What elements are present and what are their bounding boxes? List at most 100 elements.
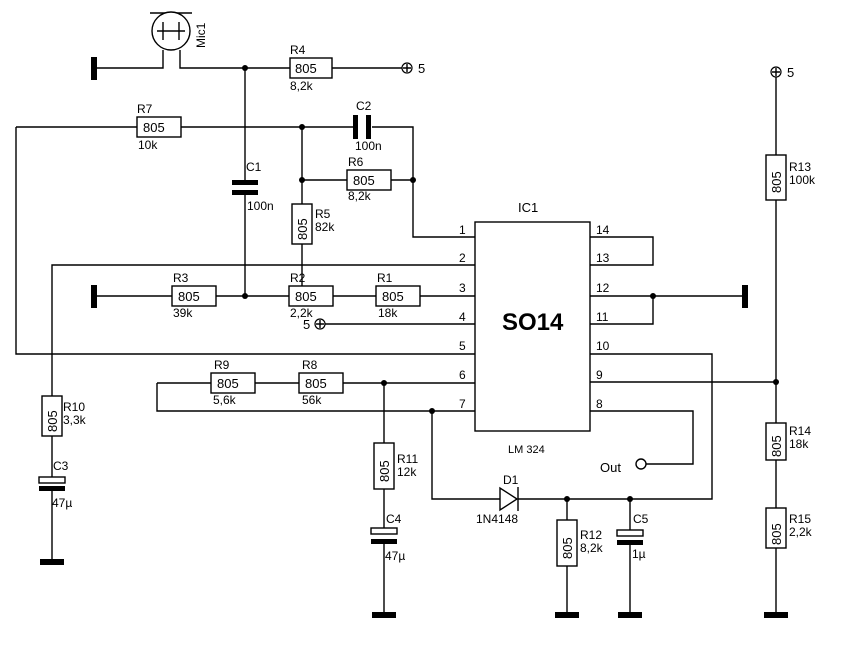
resistor-ref: R4 bbox=[290, 43, 306, 57]
resistor-body-label: 805 bbox=[769, 435, 784, 457]
resistor-value: 8,2k bbox=[348, 189, 372, 203]
resistor-body-label: 805 bbox=[295, 289, 317, 304]
pin-number: 7 bbox=[459, 397, 466, 411]
diode-ref: D1 bbox=[503, 473, 519, 487]
diode-icon bbox=[499, 486, 519, 512]
resistor-r13: 805 R13 100k bbox=[765, 154, 816, 201]
output-terminal: Out bbox=[600, 458, 647, 475]
resistor-value: 18k bbox=[378, 306, 398, 320]
resistor-body-label: 805 bbox=[769, 171, 784, 193]
pin-number: 11 bbox=[596, 310, 609, 324]
pin-number: 14 bbox=[596, 223, 610, 237]
resistor-body-label: 805 bbox=[45, 410, 60, 432]
output-label: Out bbox=[600, 460, 621, 475]
ic-package: SO14 bbox=[502, 309, 564, 336]
ground-icon bbox=[40, 559, 64, 565]
capacitor-c5: C5 1µ bbox=[616, 512, 649, 561]
resistor-r9: 805 R9 5,6k bbox=[210, 358, 256, 407]
capacitor-value: 100n bbox=[247, 199, 274, 213]
mic-ref: Mic1 bbox=[194, 22, 208, 48]
resistor-body-label: 805 bbox=[217, 376, 239, 391]
microphone-mic1: Mic1 bbox=[150, 11, 208, 55]
resistor-r15: 805 R15 2,2k bbox=[765, 507, 813, 549]
junction-dot bbox=[242, 65, 248, 71]
resistor-body-label: 805 bbox=[295, 61, 317, 76]
junction-dot bbox=[381, 380, 387, 386]
supply-label: 5 bbox=[787, 65, 794, 80]
capacitor-ref: C2 bbox=[356, 99, 372, 113]
resistor-body-label: 805 bbox=[178, 289, 200, 304]
resistor-r2: 805 R2 2,2k bbox=[288, 271, 334, 320]
capacitor-value: 100n bbox=[355, 139, 382, 153]
pin-number: 4 bbox=[459, 310, 466, 324]
resistor-body-label: 805 bbox=[769, 523, 784, 545]
ic1-lm324: IC1 SO14 LM 324 1 2 3 4 5 6 7 8 9 10 11 … bbox=[459, 200, 610, 456]
resistor-value: 8,2k bbox=[290, 79, 314, 93]
ground-icon bbox=[372, 612, 396, 618]
junction-dot bbox=[650, 293, 656, 299]
capacitor-c4: C4 47µ bbox=[370, 512, 405, 563]
diode-d1: D1 1N4148 bbox=[476, 473, 519, 526]
resistor-value: 18k bbox=[789, 437, 809, 451]
resistor-ref: R9 bbox=[214, 358, 230, 372]
resistor-ref: R11 bbox=[397, 452, 418, 466]
ground-icon bbox=[91, 285, 97, 308]
resistor-ref: R6 bbox=[348, 155, 364, 169]
resistor-value: 3,3k bbox=[63, 413, 87, 427]
junctions bbox=[242, 65, 779, 502]
wires bbox=[15, 55, 777, 612]
capacitor-value: 47µ bbox=[385, 549, 405, 563]
capacitor-c1: C1 100n bbox=[232, 160, 274, 213]
resistor-ref: R13 bbox=[789, 160, 811, 174]
ground-icon bbox=[555, 612, 579, 618]
resistor-value: 12k bbox=[397, 465, 417, 479]
resistor-body-label: 805 bbox=[143, 120, 165, 135]
junction-dot bbox=[564, 496, 570, 502]
supply-label: 5 bbox=[303, 317, 310, 332]
resistor-ref: R1 bbox=[377, 271, 393, 285]
capacitor-ref: C1 bbox=[246, 160, 262, 174]
resistor-body-label: 805 bbox=[377, 460, 392, 482]
diode-value: 1N4148 bbox=[476, 512, 518, 526]
capacitor-ref: C3 bbox=[53, 459, 69, 473]
resistor-r11: 805 R11 12k bbox=[373, 442, 418, 490]
pin-number: 3 bbox=[459, 281, 466, 295]
ground-icon bbox=[91, 57, 97, 80]
capacitor-ref: C5 bbox=[633, 512, 649, 526]
ground-symbols bbox=[40, 57, 788, 618]
capacitor-value: 1µ bbox=[632, 547, 646, 561]
resistor-value: 2,2k bbox=[290, 306, 314, 320]
resistor-r3: 805 R3 39k bbox=[171, 271, 217, 320]
junction-dot bbox=[299, 177, 305, 183]
resistor-value: 10k bbox=[138, 138, 158, 152]
resistor-value: 2,2k bbox=[789, 525, 813, 539]
capacitor-c2: C2 100n bbox=[353, 99, 382, 153]
ground-icon bbox=[618, 612, 642, 618]
resistor-body-label: 805 bbox=[353, 173, 375, 188]
resistor-ref: R10 bbox=[63, 400, 85, 414]
pin-number: 8 bbox=[596, 397, 603, 411]
resistor-value: 5,6k bbox=[213, 393, 237, 407]
resistor-value: 39k bbox=[173, 306, 193, 320]
pin-number: 10 bbox=[596, 339, 610, 353]
junction-dot bbox=[299, 124, 305, 130]
supply-terminal-r13: 5 bbox=[770, 65, 794, 80]
resistor-r4: 805 R4 8,2k bbox=[289, 43, 333, 93]
resistor-r12: 805 R12 8,2k bbox=[556, 519, 604, 567]
ic-part: LM 324 bbox=[508, 444, 545, 456]
junction-dot bbox=[242, 293, 248, 299]
resistor-ref: R2 bbox=[290, 271, 306, 285]
resistor-ref: R5 bbox=[315, 207, 331, 221]
supply-terminal-r4: 5 bbox=[401, 61, 425, 76]
resistor-value: 8,2k bbox=[580, 541, 604, 555]
resistor-r14: 805 R14 18k bbox=[765, 422, 811, 461]
resistor-r1: 805 R1 18k bbox=[375, 271, 421, 320]
resistor-ref: R15 bbox=[789, 512, 811, 526]
resistor-body-label: 805 bbox=[382, 289, 404, 304]
resistor-ref: R3 bbox=[173, 271, 189, 285]
ground-icon bbox=[742, 285, 748, 308]
pin-number: 1 bbox=[459, 223, 466, 237]
pin-number: 13 bbox=[596, 251, 610, 265]
junction-dot bbox=[627, 496, 633, 502]
